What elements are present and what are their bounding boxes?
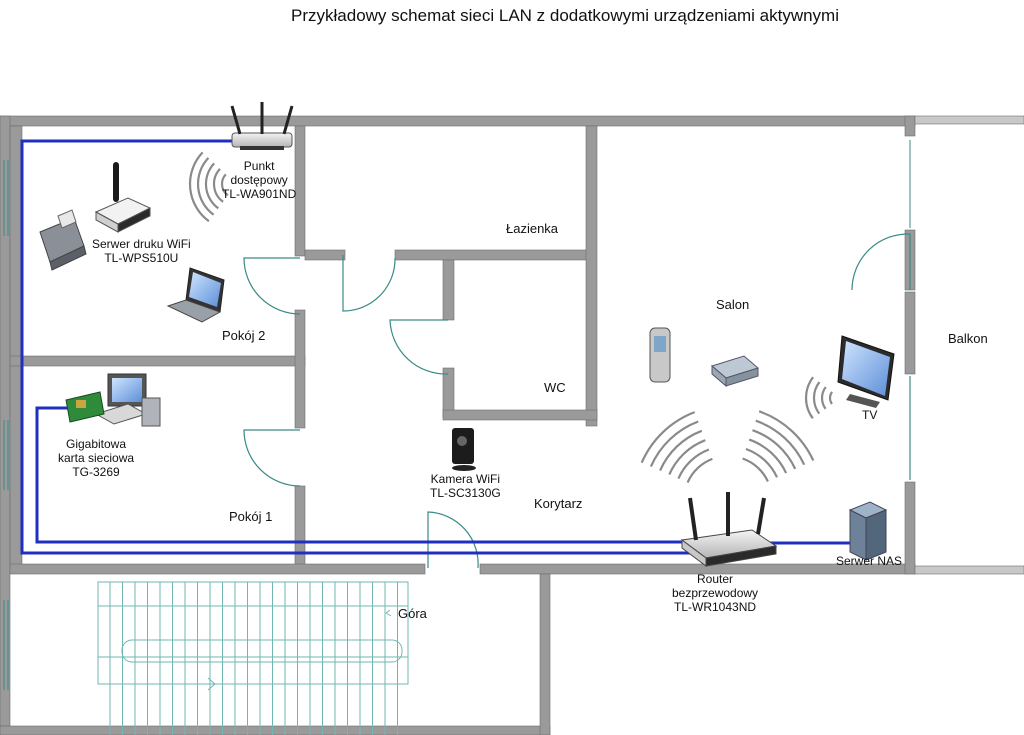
room-label-balkon: Balkon [948,331,988,346]
mobile-phone-icon [649,327,671,383]
stairs [97,581,409,735]
nas-label: Serwer NAS [836,554,903,568]
router-label: Router bezprzewodowy TL-WR1043ND [672,572,759,614]
access-point-label: Punkt dostępowy TL-WA901ND [222,159,297,201]
network-card-icon [65,391,105,423]
desktop-computer-icon [94,373,161,427]
tv-label: TV [862,408,878,422]
nas-server-icon [848,501,888,561]
print-server-label: Serwer druku WiFi TL-WPS510U [92,237,191,265]
room-label-salon: Salon [716,297,750,312]
diagram-title: Przykładowy schemat sieci LAN z dodatkow… [291,6,839,25]
room-label-lazienka: Łazienka [506,221,559,236]
access-point-icon [230,102,294,150]
desk-phone-icon [710,355,760,388]
room-label-korytarz: Korytarz [534,496,583,511]
walls [0,115,1024,735]
room-label-wc: WC [544,380,566,395]
laptop-icon [166,267,225,323]
stairs-label-gora: Góra [398,606,427,621]
wifi-waves [188,151,834,483]
router-icon [680,492,778,567]
camera-label: Kamera WiFi TL-SC3130G [430,472,501,500]
network-card-label: Gigabitowa karta sieciowa TG-3269 [58,437,135,479]
print-server-icon [94,162,152,233]
room-label-pokoj1: Pokój 1 [229,509,273,524]
printer-icon [39,209,87,271]
room-label-pokoj2: Pokój 2 [222,328,266,343]
camera-icon [452,428,476,471]
tv-icon [837,335,895,408]
doors [243,233,911,569]
lan-cables [20,139,850,555]
